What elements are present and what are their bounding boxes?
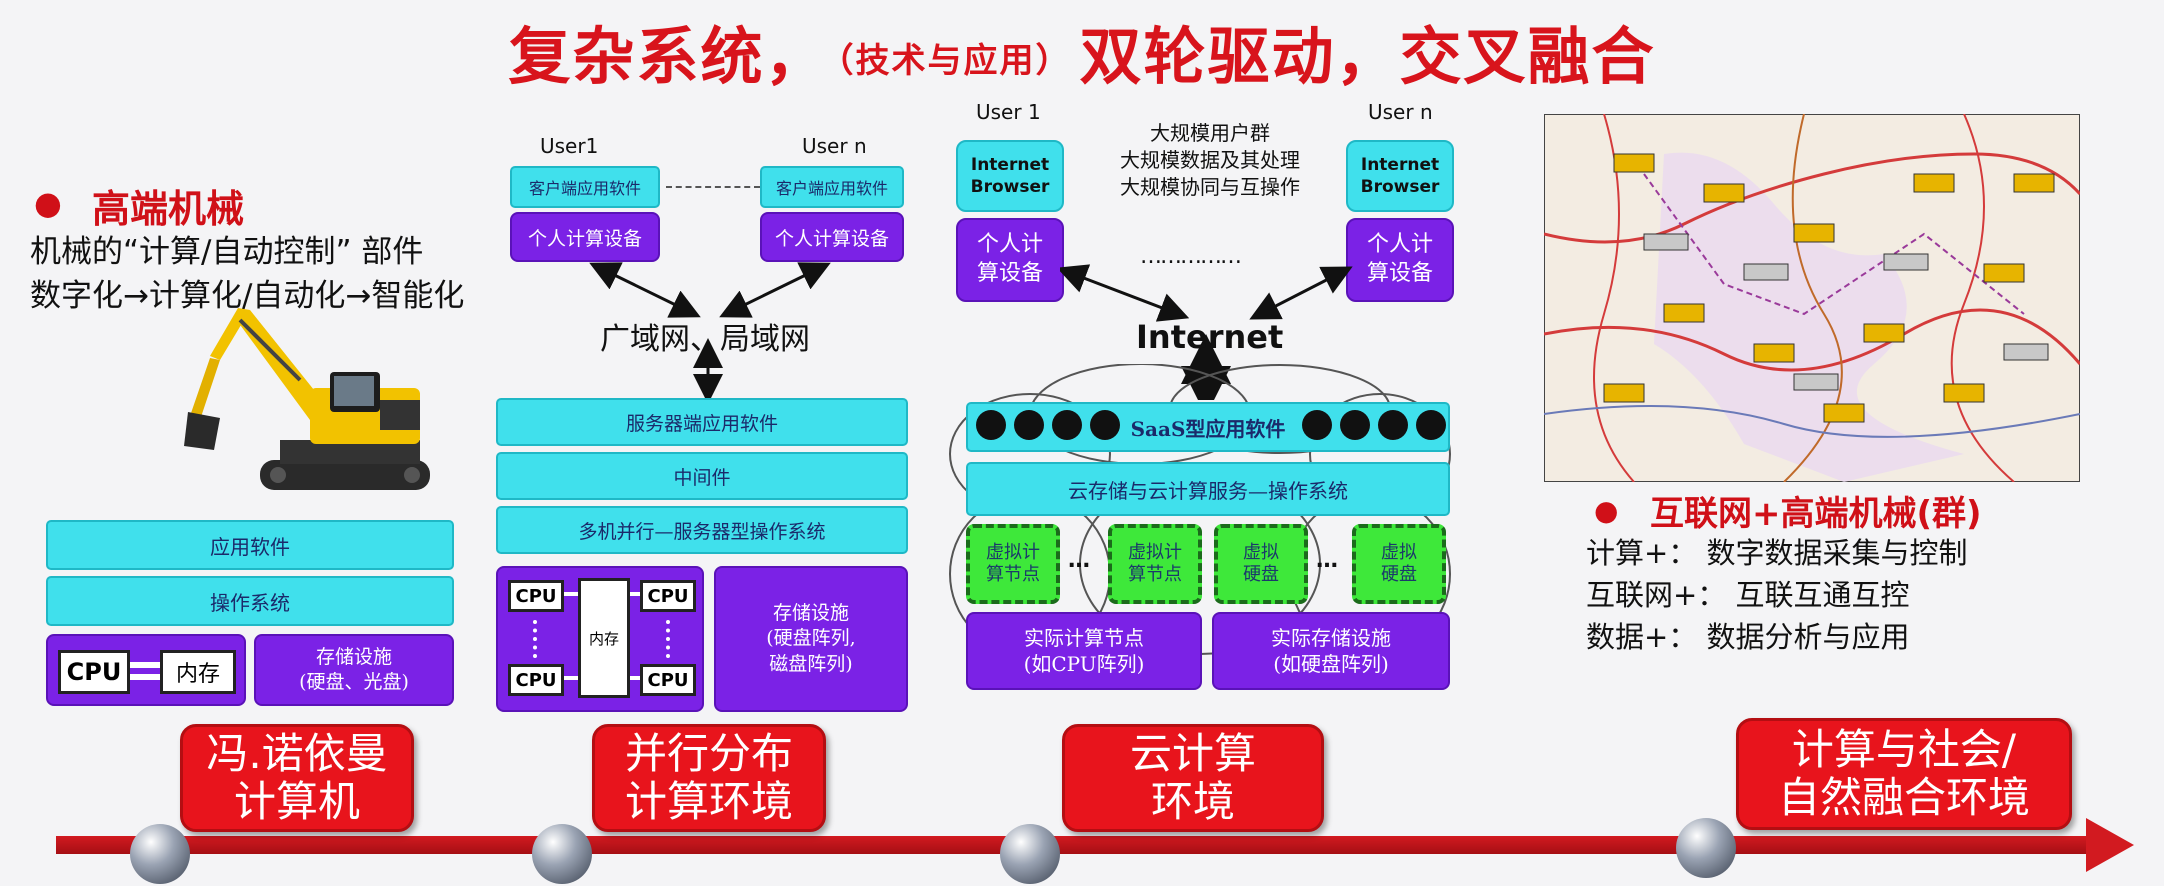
gear-icon bbox=[976, 410, 1006, 440]
virtual-node-2: 虚拟计 算节点 bbox=[1108, 524, 1202, 604]
timeline-node-icon bbox=[1676, 818, 1736, 878]
gear-icon bbox=[1378, 410, 1408, 440]
bus-line bbox=[630, 676, 640, 680]
bus-line bbox=[564, 676, 578, 680]
cpu-ellipsis bbox=[666, 620, 670, 658]
saas-gear-right bbox=[1302, 410, 1446, 440]
stage-social-natural: 计算与社会/ 自然融合环境 bbox=[1736, 718, 2072, 830]
section4-line1: 计算+： 数字数据采集与控制 bbox=[1586, 536, 1968, 570]
cpu-box: CPU bbox=[508, 664, 564, 696]
stage-label: 并行分布 计算环境 bbox=[624, 728, 793, 826]
real-compute-nodes: 实际计算节点 (如CPU阵列) bbox=[966, 612, 1202, 690]
os-layer: 操作系统 bbox=[46, 576, 454, 626]
stage-label: 云计算 环境 bbox=[1129, 728, 1256, 826]
virtual-disk-2: 虚拟 硬盘 bbox=[1352, 524, 1446, 604]
node-ellipsis: … bbox=[1068, 548, 1090, 573]
timeline-node-icon bbox=[532, 824, 592, 884]
map-icon bbox=[1544, 114, 2080, 482]
section4-heading: 互联网+高端机械(群) bbox=[1650, 494, 1982, 534]
user1-label: User1 bbox=[540, 134, 599, 158]
desc-line: 大规模用户群 bbox=[1150, 121, 1270, 145]
internet-browser-n: Internet Browser bbox=[1346, 140, 1454, 212]
gear-icon bbox=[1090, 410, 1120, 440]
cpu-ellipsis bbox=[533, 620, 537, 658]
section1-heading: 高端机械 bbox=[92, 187, 245, 231]
personal-device-n: 个人计算设备 bbox=[760, 212, 904, 262]
excavator-icon bbox=[184, 308, 430, 490]
usern-label: User n bbox=[1368, 100, 1433, 124]
personal-device-1: 个人计算设备 bbox=[510, 212, 660, 262]
cloud-description: 大规模用户群 大规模数据及其处理 大规模协同与互操作 bbox=[1100, 120, 1320, 201]
cpu-box: CPU bbox=[640, 664, 696, 696]
internet-arrows bbox=[1060, 264, 1353, 400]
client-software-n: 客户端应用软件 bbox=[760, 166, 904, 208]
bullet-icon: ● bbox=[34, 184, 62, 222]
bullet-icon: ● bbox=[1594, 494, 1619, 527]
bus-line bbox=[130, 662, 160, 668]
stage-label: 计算与社会/ 自然融合环境 bbox=[1777, 724, 2030, 822]
personal-device-1: 个人计 算设备 bbox=[956, 218, 1064, 302]
saas-label: SaaS型应用软件 bbox=[1130, 416, 1286, 441]
usern-label: User n bbox=[802, 134, 867, 158]
shared-memory-box: 内存 bbox=[578, 578, 630, 698]
title-right: 双轮驱动，交叉融合 bbox=[1079, 20, 1656, 93]
internet-browser-1: Internet Browser bbox=[956, 140, 1064, 212]
bus-line bbox=[564, 592, 578, 596]
timeline-arrowhead-icon bbox=[2086, 818, 2134, 872]
memory-box: 内存 bbox=[160, 650, 236, 694]
gear-icon bbox=[1052, 410, 1082, 440]
gear-icon bbox=[1416, 410, 1446, 440]
desc-line: 大规模数据及其处理 bbox=[1120, 148, 1300, 172]
title-sub: （技术与应用） bbox=[836, 41, 1072, 81]
personal-device-n: 个人计 算设备 bbox=[1346, 218, 1454, 302]
virtual-disk-1: 虚拟 硬盘 bbox=[1214, 524, 1308, 604]
stage-label: 冯.诺依曼 计算机 bbox=[206, 728, 388, 826]
saas-layer: SaaS型应用软件 bbox=[966, 402, 1450, 452]
network-arrows bbox=[589, 262, 831, 400]
cpu-box: CPU bbox=[58, 650, 130, 694]
app-software-layer: 应用软件 bbox=[46, 520, 454, 570]
server-os-layer: 多机并行—服务器型操作系统 bbox=[496, 506, 908, 554]
storage-block: 存储设施 (硬盘、光盘) bbox=[254, 634, 454, 706]
dashed-connector bbox=[666, 186, 760, 188]
user1-label: User 1 bbox=[976, 100, 1041, 124]
middleware-layer: 中间件 bbox=[496, 452, 908, 500]
client-software-1: 客户端应用软件 bbox=[510, 166, 660, 208]
stage-cloud: 云计算 环境 bbox=[1062, 724, 1324, 832]
bus-line bbox=[130, 674, 160, 680]
network-label: 广域网、局域网 bbox=[600, 322, 810, 357]
disk-ellipsis: … bbox=[1316, 548, 1338, 573]
section4-line3: 数据+： 数据分析与应用 bbox=[1586, 620, 1910, 654]
storage-array-block: 存储设施 (硬盘阵列, 磁盘阵列) bbox=[714, 566, 908, 712]
bus-line bbox=[630, 592, 640, 596]
gear-icon bbox=[1014, 410, 1044, 440]
stage-von-neumann: 冯.诺依曼 计算机 bbox=[180, 724, 414, 832]
server-software-layer: 服务器端应用软件 bbox=[496, 398, 908, 446]
section4-line2: 互联网+： 互联互通互控 bbox=[1586, 578, 1910, 612]
stage-parallel-distributed: 并行分布 计算环境 bbox=[592, 724, 826, 832]
gear-icon bbox=[1340, 410, 1370, 440]
cloud-os-layer: 云存储与云计算服务—操作系统 bbox=[966, 462, 1450, 516]
page-title: 复杂系统，（技术与应用）双轮驱动，交叉融合 bbox=[0, 6, 2164, 96]
cpu-box: CPU bbox=[508, 580, 564, 612]
title-left: 复杂系统， bbox=[508, 20, 829, 93]
virtual-node-1: 虚拟计 算节点 bbox=[966, 524, 1060, 604]
desc-line: 大规模协同与互操作 bbox=[1120, 175, 1300, 199]
timeline-node-icon bbox=[1000, 824, 1060, 884]
section1-line2: 数字化→计算化/自动化→智能化 bbox=[30, 278, 465, 314]
real-storage: 实际存储设施 (如硬盘阵列) bbox=[1212, 612, 1450, 690]
cpu-box: CPU bbox=[640, 580, 696, 612]
section1-line1: 机械的“计算/自动控制” 部件 bbox=[30, 234, 424, 270]
timeline-bar bbox=[56, 836, 2100, 854]
internet-label: Internet bbox=[1136, 318, 1284, 356]
timeline-node-icon bbox=[130, 824, 190, 884]
saas-gear-left bbox=[976, 410, 1120, 440]
gear-icon bbox=[1302, 410, 1332, 440]
